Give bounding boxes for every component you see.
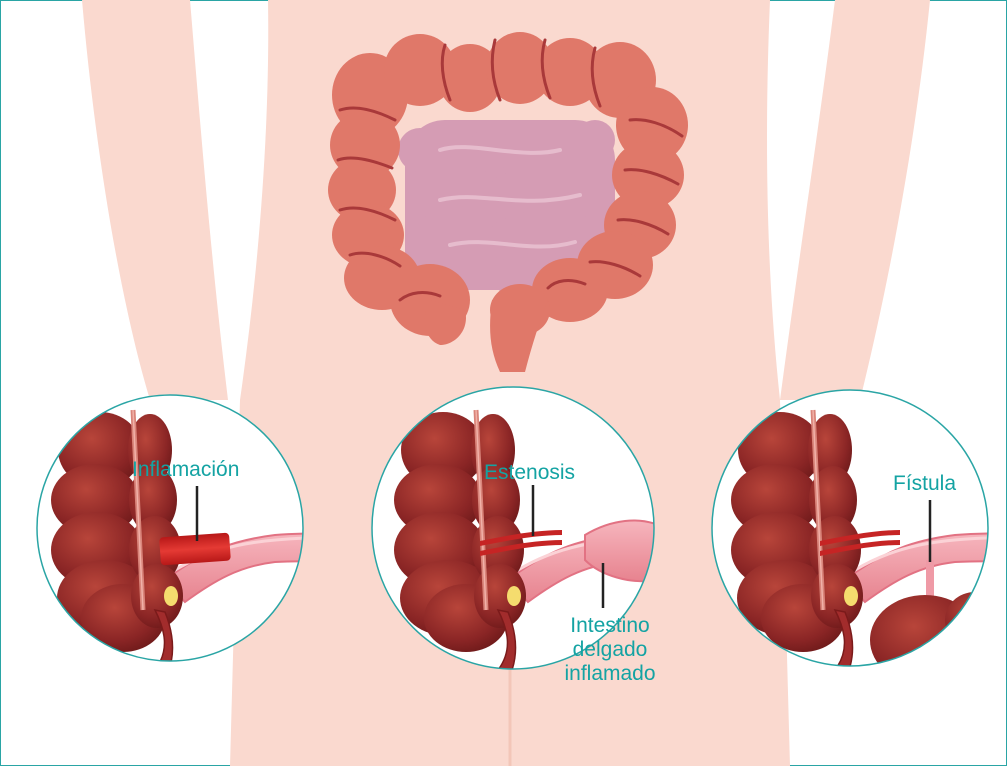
label-inflamed-small-intestine: Intestino delgado inflamado [552, 614, 668, 686]
label-inflamed-line3: inflamado [552, 662, 668, 686]
label-stenosis: Estenosis [484, 461, 575, 485]
label-inflamed-line1: Intestino [552, 614, 668, 638]
label-inflammation: Inflamación [132, 458, 239, 482]
label-fistula: Fístula [893, 472, 956, 496]
label-inflamed-line2: delgado [552, 638, 668, 662]
